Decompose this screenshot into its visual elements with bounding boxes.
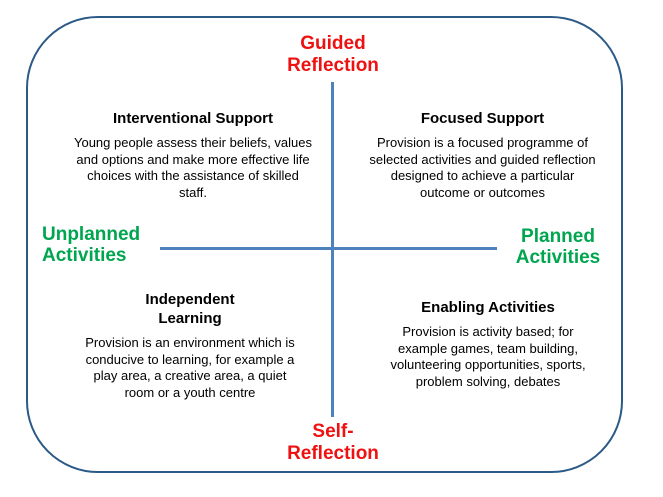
quadrant-title-independent-learning: Independent Learning bbox=[145, 291, 235, 327]
quadrant-title-interventional-support: Interventional Support bbox=[112, 110, 273, 127]
quadrant-interventional-support: Interventional Support Young people asse… bbox=[48, 109, 338, 201]
axis-label-guided-reflection: Guided Reflection bbox=[287, 33, 379, 76]
horizontal-axis-line bbox=[160, 247, 497, 250]
quadrant-enabling-activities: Enabling Activities Provision is activit… bbox=[348, 298, 628, 390]
quadrant-description-independent-learning: Provision is an environment which is con… bbox=[85, 335, 295, 400]
quadrant-title-enabling-activities: Enabling Activities bbox=[421, 299, 555, 316]
quadrant-focused-support: Focused Support Provision is a focused p… bbox=[340, 109, 625, 201]
rounded-border-frame bbox=[26, 16, 623, 473]
quadrant-description-enabling-activities: Provision is activity based; for example… bbox=[390, 324, 586, 389]
axis-label-self-reflection: Self- Reflection bbox=[287, 421, 379, 464]
quadrant-independent-learning: Independent Learning Provision is an env… bbox=[50, 290, 330, 401]
quadrant-description-interventional-support: Young people assess their beliefs, value… bbox=[73, 135, 312, 200]
quadrant-description-focused-support: Provision is a focused programme of sele… bbox=[369, 135, 596, 200]
quadrant-title-focused-support: Focused Support bbox=[420, 110, 545, 127]
axis-label-planned-activities: Planned Activities bbox=[515, 226, 601, 268]
axis-label-unplanned-activities: Unplanned Activities bbox=[42, 224, 141, 266]
